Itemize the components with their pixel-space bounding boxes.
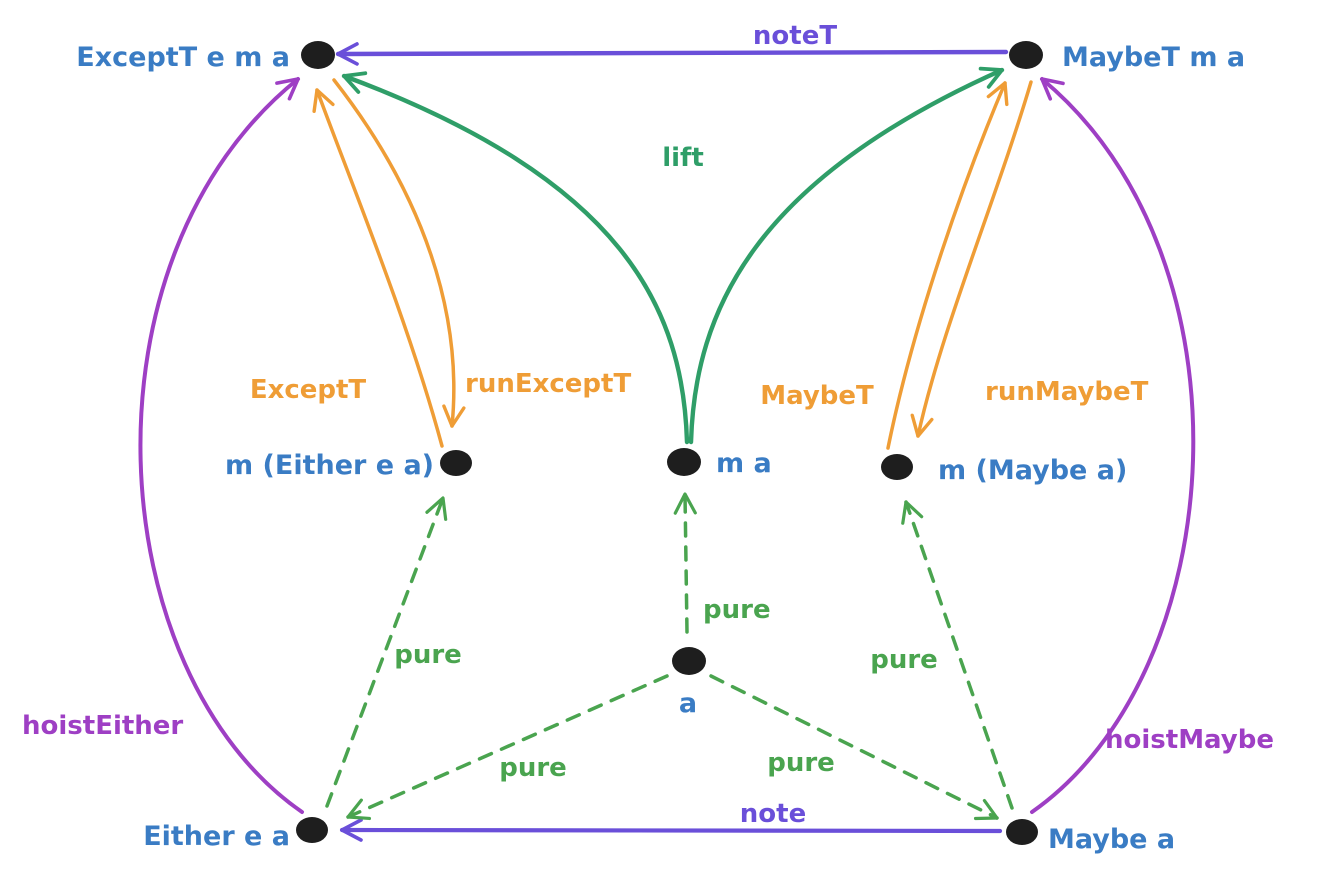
edge-runExceptT-label: runExceptT — [465, 369, 631, 399]
edge-pure-a-to-maybe-label: pure — [767, 748, 835, 778]
edge-lift-label: lift — [662, 143, 704, 173]
edge-hoistMaybe-label: hoistMaybe — [1105, 725, 1274, 755]
edge-hoistEither — [138, 77, 304, 814]
edge-hoistMaybe — [1030, 77, 1196, 814]
node-meither-label: m (Either e a) — [225, 450, 434, 481]
edge-pure-either-to-meither-label: pure — [394, 640, 462, 670]
edge-maybeT-constructor — [886, 81, 1009, 450]
edge-runMaybeT — [910, 80, 1033, 438]
node-either-label: Either e a — [143, 821, 290, 852]
edge-noteT — [335, 42, 1009, 66]
node-maybe-dot — [1006, 819, 1038, 845]
edge-hoistEither-label: hoistEither — [22, 711, 183, 741]
edge-pure-a-to-maybe — [709, 674, 999, 821]
node-meither-dot — [440, 450, 472, 476]
edge-pure-a-to-either-label: pure — [499, 753, 567, 783]
edge-note — [339, 818, 1003, 842]
edge-pure-either-to-meither — [325, 496, 448, 808]
edge-lift-to-exceptT — [341, 71, 690, 445]
node-exceptT-label: ExceptT e m a — [76, 42, 290, 73]
node-maybeT-label: MaybeT m a — [1062, 42, 1245, 73]
node-ma-dot — [667, 448, 701, 476]
node-a-label: a — [679, 688, 697, 719]
node-either-dot — [296, 817, 328, 843]
edge-exceptT-constructor — [312, 88, 444, 448]
edge-runExceptT — [332, 78, 466, 428]
edge-exceptT-constructor-label: ExceptT — [250, 375, 367, 405]
edge-pure-maybe-to-mmaybe — [901, 500, 1014, 810]
edge-lift-to-maybeT — [688, 66, 1005, 445]
edge-pure-a-to-either — [346, 674, 669, 821]
node-mmaybe-label: m (Maybe a) — [938, 455, 1127, 486]
edge-noteT-label: noteT — [753, 21, 837, 51]
node-exceptT-dot — [301, 41, 335, 69]
edge-pure-maybe-to-mmaybe-label: pure — [870, 645, 938, 675]
edge-pure-a-to-ma — [673, 492, 697, 634]
node-mmaybe-dot — [881, 454, 913, 480]
node-ma-label: m a — [716, 448, 772, 479]
edge-maybeT-constructor-label: MaybeT — [760, 381, 874, 411]
edge-note-label: note — [740, 799, 806, 829]
edge-runMaybeT-label: runMaybeT — [985, 377, 1149, 407]
node-a-dot — [672, 647, 706, 675]
node-maybe-label: Maybe a — [1048, 824, 1175, 855]
node-maybeT-dot — [1009, 41, 1043, 69]
edge-pure-a-to-ma-label: pure — [703, 595, 771, 625]
